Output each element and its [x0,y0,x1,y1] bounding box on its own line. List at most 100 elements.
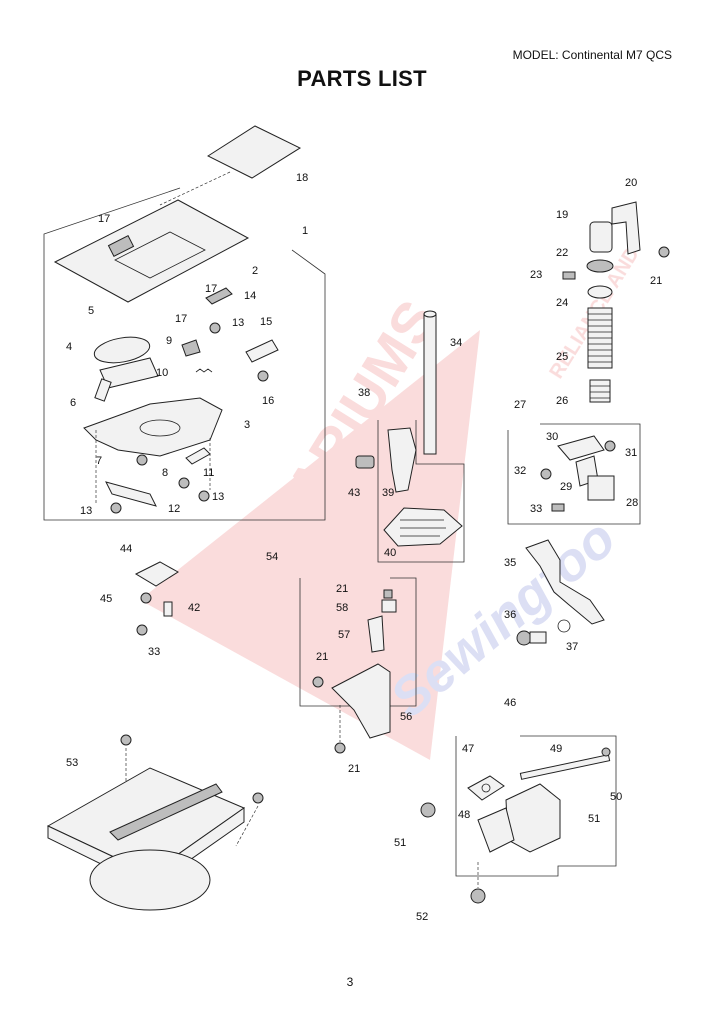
callout-13a: 13 [232,317,244,329]
part-9 [181,339,201,357]
callout-54: 56 [400,711,412,723]
callout-6: 6 [70,397,76,409]
part-plate-15 [245,339,279,363]
part-motor-gear [89,849,211,911]
callout-40: 40 [384,547,396,559]
part-holder-50 [505,783,561,853]
callout-11: 11 [203,467,214,479]
part-screw-13b [198,490,210,502]
part-pin-42 [163,601,173,617]
callout-9: 9 [166,335,172,347]
part-8 [136,454,148,466]
part-screw-21a [658,246,670,258]
part-screw-36 [516,630,547,646]
part-screw-23 [562,271,576,280]
callout-13b: 13 [212,491,224,503]
callout-39: 39 [382,487,394,499]
callout-55: 57 [338,629,350,641]
callout-21b: 21 [348,763,360,775]
callout-2: 2 [252,265,258,277]
part-slide-cover [206,125,302,179]
callout-15: 15 [260,316,272,328]
callout-4: 4 [66,341,72,353]
callout-17c: 17 [175,313,187,325]
callout-17b: 17 [205,283,217,295]
callout-8: 8 [162,467,168,479]
callout-49: 50 [610,791,622,803]
callout-13c: 13 [80,505,92,517]
callout-18: 18 [296,172,308,184]
part-clip [205,287,233,305]
callout-42: 42 [188,602,200,614]
callout-51a: 51 [394,837,406,849]
callout-56: 58 [336,602,348,614]
callout-20: 20 [625,177,637,189]
part-screw-33b [136,624,148,636]
callout-29: 29 [560,481,572,493]
part-screw-12 [178,477,190,489]
callout-19: 19 [556,209,568,221]
eccentric-group: 44 45 42 33 [100,543,200,658]
callout-12: 12 [168,503,180,515]
callout-26: 26 [556,395,568,407]
callout-3: 3 [244,419,250,431]
part-screw-51b [470,888,486,904]
part-pin-49 [601,747,611,757]
part-plate-55 [367,615,385,653]
callout-51b: 52 [416,911,428,923]
callout-38: 38 [358,387,370,399]
part-shaft-48 [519,754,611,780]
callout-35: 35 [504,557,516,569]
part-needle-plate [53,199,250,303]
part-link-7 [105,481,157,507]
presser-bar-group: 34 38 43 39 40 [348,310,465,563]
callout-17a: 17 [98,213,110,225]
part-washer-22 [586,259,614,273]
part-screw-57 [312,676,324,688]
callout-7: 7 [96,455,102,467]
callout-27: 27 [514,399,526,411]
callout-31: 31 [625,447,637,459]
spring-assembly: 20 19 22 21 23 24 25 26 [530,177,670,407]
callout-30: 30 [546,431,558,443]
page-title: PARTS LIST [297,66,427,91]
part-screw-32 [540,468,552,480]
part-screw-13a [209,322,221,334]
callout-28: 28 [626,497,638,509]
motor-unit-group: 53 [46,734,264,911]
part-washer-37 [557,619,571,633]
model-label: MODEL: Continental M7 QCS [512,48,672,62]
callout-1: 1 [302,225,308,237]
callout-57: 21 [316,651,328,663]
bracket-group-53: 54 21 58 57 21 56 21 [266,551,417,775]
part-plate-46 [467,775,505,801]
part-screw-44 [140,592,152,604]
part-spring-26 [589,379,611,403]
part-lever-35 [525,539,605,625]
part-screw-21d [252,792,264,804]
callout-52: 53 [66,757,78,769]
part-screw-31 [604,440,616,452]
callout-36: 36 [504,609,516,621]
part-screw-21b [334,742,346,754]
callout-21a: 21 [650,275,662,287]
part-screw-21c [120,734,132,746]
lever-group: 35 36 37 [504,539,605,653]
part-presser-foot [383,507,463,547]
part-block-47 [477,807,515,853]
part-block-28 [587,475,615,501]
callout-14: 14 [244,290,256,302]
part-presser-bar [423,313,437,455]
callout-46: 47 [462,743,474,755]
thread-cutter-group: 27 30 31 32 29 28 33 [507,399,641,525]
callout-5: 5 [88,305,94,317]
part-screw-16 [257,370,269,382]
part-bracket-30 [557,435,605,461]
page-number: 3 [346,975,354,989]
zigzag-group-45: 46 47 49 50 48 51 51 52 [394,697,622,923]
callout-33b: 33 [148,646,160,658]
part-spring-10 [195,368,213,373]
callout-16: 16 [262,395,274,407]
part-plate-6 [94,378,112,402]
